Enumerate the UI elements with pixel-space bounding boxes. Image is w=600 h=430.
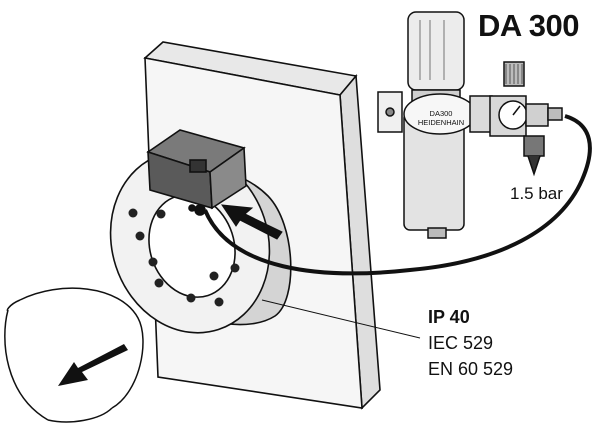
protection-rating: IP 40 xyxy=(428,307,470,327)
unit-label-brand: HEIDENHAIN xyxy=(417,118,465,127)
air-inlet-box xyxy=(146,129,247,216)
pressure-label: 1.5 bar xyxy=(510,184,563,203)
protection-standard-iec: IEC 529 xyxy=(428,333,494,353)
arrow-icon xyxy=(220,204,283,240)
protection-standard-en: EN 60 529 xyxy=(428,359,514,379)
product-title: DA 300 xyxy=(478,8,579,43)
unit-label-model: DA300 xyxy=(429,109,453,118)
air-hose xyxy=(203,114,592,276)
filter-unit-icon xyxy=(377,11,493,239)
leader-line xyxy=(261,299,421,339)
pressure-gauge-icon xyxy=(489,61,563,177)
arrow-icon xyxy=(58,344,128,386)
shaft-band xyxy=(4,287,144,423)
